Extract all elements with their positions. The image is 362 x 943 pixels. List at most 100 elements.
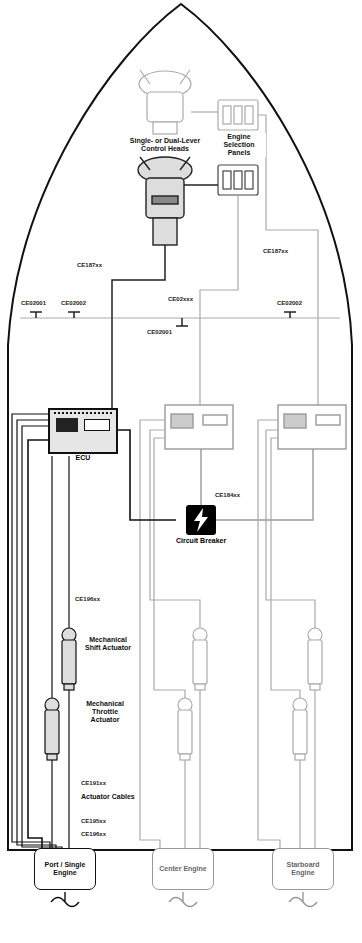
terminator-code: CE02002 bbox=[60, 300, 87, 307]
part-name: Circuit Breaker bbox=[176, 537, 226, 545]
propeller-symbol bbox=[51, 892, 79, 907]
control-head bbox=[140, 70, 190, 84]
selection-panel bbox=[223, 106, 231, 124]
selection-panel bbox=[218, 165, 258, 195]
actuator-symbol bbox=[310, 684, 320, 690]
actuator-symbol bbox=[45, 628, 76, 760]
network-wire bbox=[200, 195, 238, 405]
ecu-unit: ECU bbox=[48, 408, 118, 462]
harness-cable bbox=[12, 414, 69, 850]
engine-name: Starboard Engine bbox=[276, 861, 330, 877]
actuator-symbol bbox=[308, 640, 322, 684]
selection-panel bbox=[218, 100, 258, 130]
ecu-display bbox=[56, 418, 78, 432]
control-head bbox=[152, 196, 178, 204]
lightning-icon bbox=[186, 505, 216, 535]
harness-cable bbox=[68, 690, 69, 850]
actuator-symbol bbox=[195, 684, 205, 690]
control-head bbox=[139, 70, 191, 134]
harness-cable bbox=[140, 420, 200, 850]
harness-cable bbox=[258, 420, 280, 850]
selection-panel bbox=[234, 171, 242, 189]
terminator-symbol bbox=[176, 318, 188, 326]
selection-panel bbox=[234, 106, 242, 124]
cable-code: CE184xx bbox=[214, 492, 241, 499]
engine-box: Center Engine bbox=[152, 848, 214, 890]
network-wire bbox=[258, 115, 318, 405]
cable-code: CE196xx bbox=[80, 831, 107, 838]
engine-name: Center Engine bbox=[156, 865, 210, 873]
terminator-code: CE02001 bbox=[20, 300, 47, 307]
network-wire bbox=[191, 111, 218, 112]
terminator-symbol bbox=[284, 312, 296, 318]
control-head bbox=[153, 122, 177, 134]
actuator-symbol bbox=[45, 710, 59, 754]
hull-outline bbox=[8, 4, 352, 850]
part-label: Actuator Cables bbox=[80, 793, 136, 801]
ecu-unit bbox=[316, 415, 340, 425]
propeller-symbol bbox=[289, 892, 317, 907]
harness-cable bbox=[199, 690, 200, 850]
ecu-connector bbox=[84, 419, 110, 431]
cable-code: CE187xx bbox=[76, 262, 103, 269]
breaker-symbol bbox=[186, 505, 216, 535]
harness-cable bbox=[266, 430, 315, 628]
actuator-symbol bbox=[62, 640, 76, 684]
actuator-symbol bbox=[180, 754, 190, 760]
actuator-symbol bbox=[178, 628, 322, 760]
harness-cable bbox=[140, 420, 165, 850]
harness-cable bbox=[258, 420, 315, 850]
power-wire bbox=[201, 449, 313, 520]
power-wire bbox=[216, 449, 313, 520]
ecu-pins bbox=[54, 412, 112, 417]
harness-cable bbox=[17, 420, 56, 850]
engine-name: Port / Single Engine bbox=[38, 861, 92, 877]
harness-cable bbox=[184, 760, 185, 850]
engine-box: Starboard Engine bbox=[272, 848, 334, 890]
part-label: Mechanical Throttle Actuator bbox=[76, 700, 134, 724]
terminator-code: CE02001 bbox=[146, 329, 173, 336]
terminator-code: CE02002 bbox=[276, 300, 303, 307]
harness-cable bbox=[154, 438, 185, 700]
harness-cable bbox=[314, 690, 315, 850]
actuator-symbol bbox=[178, 710, 192, 754]
terminator-symbol bbox=[68, 312, 80, 318]
control-head bbox=[140, 157, 190, 170]
terminator-code: CE02xxx bbox=[167, 296, 194, 303]
ecu-unit bbox=[203, 415, 227, 425]
selection-panel bbox=[245, 171, 253, 189]
hull-outline bbox=[8, 4, 352, 850]
harness-cable bbox=[271, 438, 300, 700]
control-head bbox=[138, 157, 192, 245]
actuator-symbol bbox=[64, 684, 74, 690]
ecu-unit bbox=[171, 414, 193, 428]
wire-connector bbox=[28, 440, 48, 848]
control-head bbox=[153, 218, 177, 245]
power-wire bbox=[200, 449, 201, 505]
propeller-symbol bbox=[169, 892, 197, 907]
network-wire bbox=[112, 185, 218, 408]
cable-code: CE196xx bbox=[74, 596, 101, 603]
selection-panel bbox=[218, 100, 258, 130]
harness-cable bbox=[68, 456, 69, 628]
part-label: Mechanical Shift Actuator bbox=[82, 636, 134, 652]
harness-cable bbox=[22, 426, 62, 850]
network-wire bbox=[20, 112, 340, 405]
terminator-symbol bbox=[30, 312, 42, 318]
actuator-symbol bbox=[295, 754, 305, 760]
selection-panel bbox=[223, 171, 231, 189]
harness-cable bbox=[51, 760, 52, 850]
network-wire bbox=[184, 184, 218, 186]
network-wire bbox=[20, 317, 340, 318]
terminator-symbol bbox=[30, 312, 296, 326]
actuator-symbol bbox=[47, 754, 57, 760]
propeller-symbol bbox=[51, 892, 79, 907]
cable-code: CE191xx bbox=[80, 780, 107, 787]
wire-connector bbox=[118, 430, 176, 520]
part-name: ECU bbox=[48, 454, 118, 462]
selection-panel bbox=[245, 106, 253, 124]
lightning-bolt bbox=[194, 508, 208, 532]
cable-code: CE187xx bbox=[262, 248, 289, 255]
ecu-unit bbox=[284, 414, 306, 428]
